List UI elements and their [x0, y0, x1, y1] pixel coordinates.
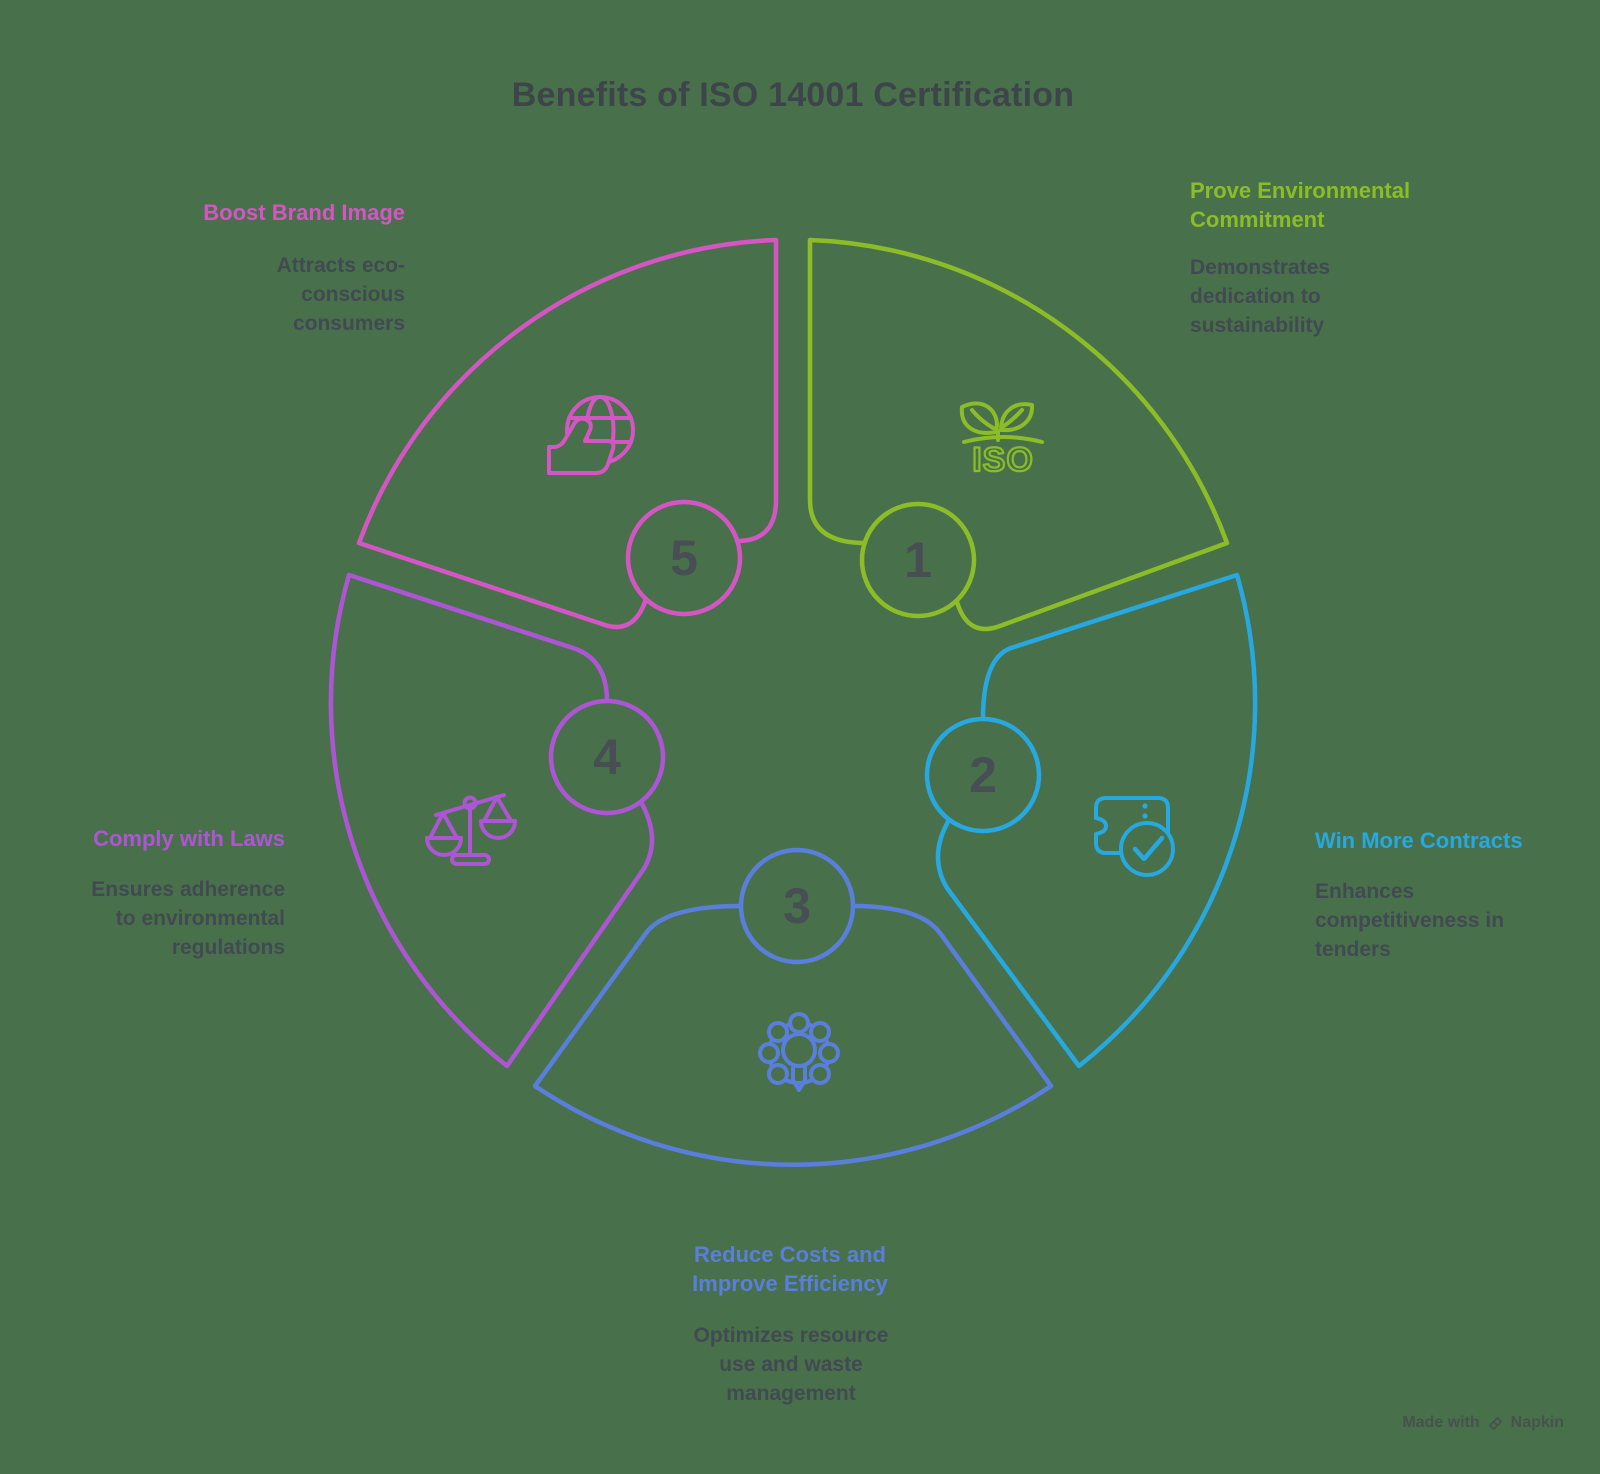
- segment-3: 3: [532, 847, 1054, 1167]
- segment-5-description: Attracts eco-conscious consumers: [276, 254, 405, 335]
- segment-5-number-circle: [625, 499, 743, 617]
- segment-5-number: 5: [670, 530, 698, 586]
- sprout-iso-icon: ISO: [959, 401, 1044, 480]
- segment-4-number-circle: [548, 698, 666, 816]
- segment-4-label: Comply with Laws: [93, 826, 285, 851]
- segment-4-number: 4: [593, 729, 621, 785]
- segment-3-outline: [532, 903, 1054, 1167]
- segment-1-number-circle: [859, 501, 977, 619]
- segment-5-outline: [356, 237, 779, 630]
- segment-3-description: Optimizes resource use and waste managem…: [693, 1324, 889, 1405]
- segment-1-label: Prove Environmental Commitment: [1190, 178, 1411, 233]
- segment-2-label: Win More Contracts: [1315, 828, 1523, 853]
- segment-2-number: 2: [969, 747, 997, 803]
- segment-4-outline: [328, 572, 655, 1069]
- segment-4-description: Ensures adherence to environmental regul…: [91, 878, 285, 959]
- segment-4: 4: [328, 572, 666, 1069]
- page-title: Benefits of ISO 14001 Certification: [511, 76, 1075, 114]
- iso-icon-text: ISO: [972, 441, 1034, 479]
- globe-thumbs-up-icon: [547, 395, 635, 475]
- segment-5: 5: [356, 237, 779, 630]
- segment-5-label: Boost Brand Image: [203, 200, 405, 225]
- made-with-text: Made with: [1402, 1414, 1480, 1431]
- napkin-brand-text: Napkin: [1510, 1414, 1564, 1431]
- segment-2-description: Enhances competitiveness in tenders: [1315, 880, 1505, 961]
- segment-1-number: 1: [904, 532, 932, 588]
- segment-3-number-circle: [738, 847, 856, 965]
- segment-2: 2: [924, 572, 1258, 1069]
- gear-lightbulb-icon: [758, 1012, 840, 1092]
- ticket-check-icon: [1094, 796, 1175, 877]
- segment-1: 1 ISO: [807, 237, 1230, 632]
- segment-2-number-circle: [924, 716, 1042, 834]
- scales-icon: [425, 793, 517, 866]
- segment-2-outline: [935, 572, 1258, 1069]
- segment-1-outline: [807, 237, 1230, 632]
- segment-3-number: 3: [783, 878, 811, 934]
- made-with-napkin-credit: Made with Napkin: [1402, 1414, 1564, 1432]
- napkin-logo-icon: [1488, 1416, 1502, 1430]
- segment-3-label: Reduce Costs and Improve Efficiency: [692, 1242, 888, 1297]
- segment-1-description: Demonstrates dedication to sustainabilit…: [1190, 256, 1331, 337]
